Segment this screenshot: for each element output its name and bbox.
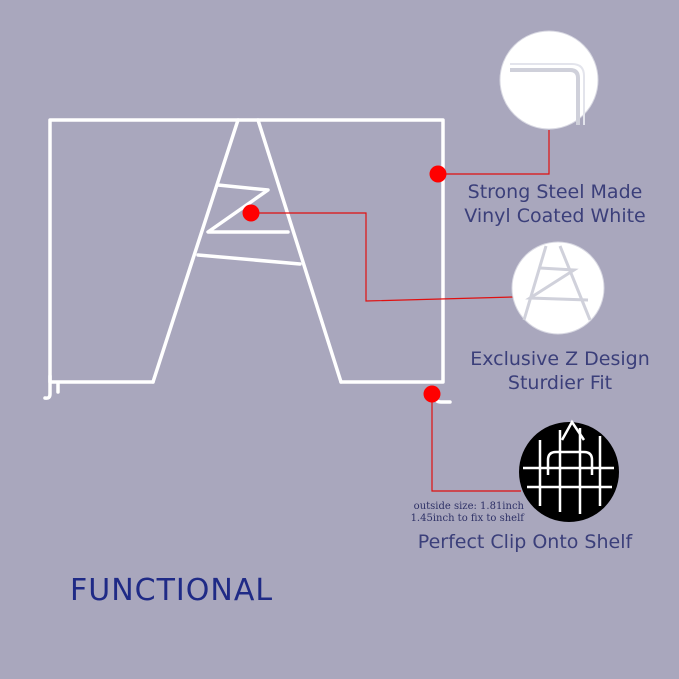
callout-steel-line2: Vinyl Coated White (464, 205, 646, 227)
callout-z-design-line2: Sturdier Fit (507, 372, 613, 394)
callout-steel-line1: Strong Steel Made (467, 181, 643, 203)
leader-lines (251, 130, 550, 492)
z-design-closeup (511, 241, 605, 335)
marker-z-design (242, 204, 260, 222)
corner-closeup (499, 30, 599, 130)
size-note-line1: outside size: 1.81inch (413, 501, 524, 512)
callout-z-design-label: Exclusive Z Design Sturdier Fit (445, 347, 675, 395)
wire-divider (43, 118, 452, 404)
leader-line-steel (438, 130, 550, 175)
marker-steel (429, 165, 447, 183)
brand-text: FUNCTIONAL (70, 573, 274, 608)
shelf-clip-closeup (519, 419, 619, 522)
leader-line-clip (431, 394, 521, 492)
marker-clip (423, 385, 441, 403)
callout-steel-label: Strong Steel Made Vinyl Coated White (440, 180, 670, 228)
callout-clip-label: Perfect Clip Onto Shelf (390, 530, 660, 554)
size-note: outside size: 1.81inch 1.45inch to fix t… (380, 501, 524, 525)
leader-line-z (251, 212, 515, 302)
size-note-line2: 1.45inch to fix to shelf (410, 513, 524, 524)
callout-clip-line1: Perfect Clip Onto Shelf (417, 531, 633, 553)
callout-z-design-line1: Exclusive Z Design (470, 348, 650, 370)
